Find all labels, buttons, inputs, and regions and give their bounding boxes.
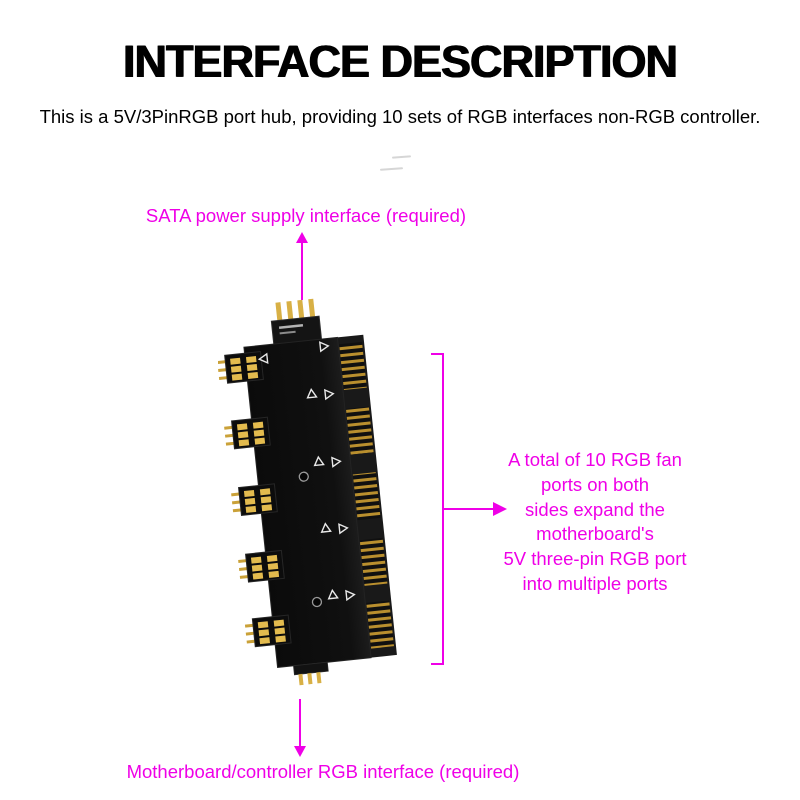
silkscreen-triangles: [257, 341, 356, 602]
watermark-dash-icon: [379, 167, 404, 171]
hub-board: [218, 298, 397, 686]
left-port-group: [224, 416, 271, 450]
up-arrow-icon: [296, 232, 308, 300]
rgb-hub-board-image: [218, 298, 397, 686]
bottom-rgb-header: [293, 661, 329, 686]
mounting-hole: [311, 596, 323, 608]
left-port-groups: [218, 350, 292, 648]
left-port-group: [244, 614, 292, 648]
watermark-dash-icon: [391, 155, 412, 159]
watermark-marks: [378, 154, 418, 176]
down-arrow-icon: [294, 699, 306, 757]
ports-description-label: A total of 10 RGB fan ports on both side…: [503, 449, 687, 594]
mounting-hole: [298, 471, 309, 482]
sata-power-label: SATA power supply interface (required): [145, 205, 467, 226]
ports-bracket-arrow-icon: [431, 353, 507, 665]
subtitle: This is a 5V/3PinRGB port hub, providing…: [39, 106, 761, 127]
left-port-group: [218, 350, 264, 384]
motherboard-rgb-label: Motherboard/controller RGB interface (re…: [126, 761, 520, 782]
left-port-group: [231, 483, 278, 516]
page-title: INTERFACE DESCRIPTION: [122, 36, 678, 87]
right-port-edge: [337, 334, 397, 658]
left-port-group: [238, 549, 285, 583]
